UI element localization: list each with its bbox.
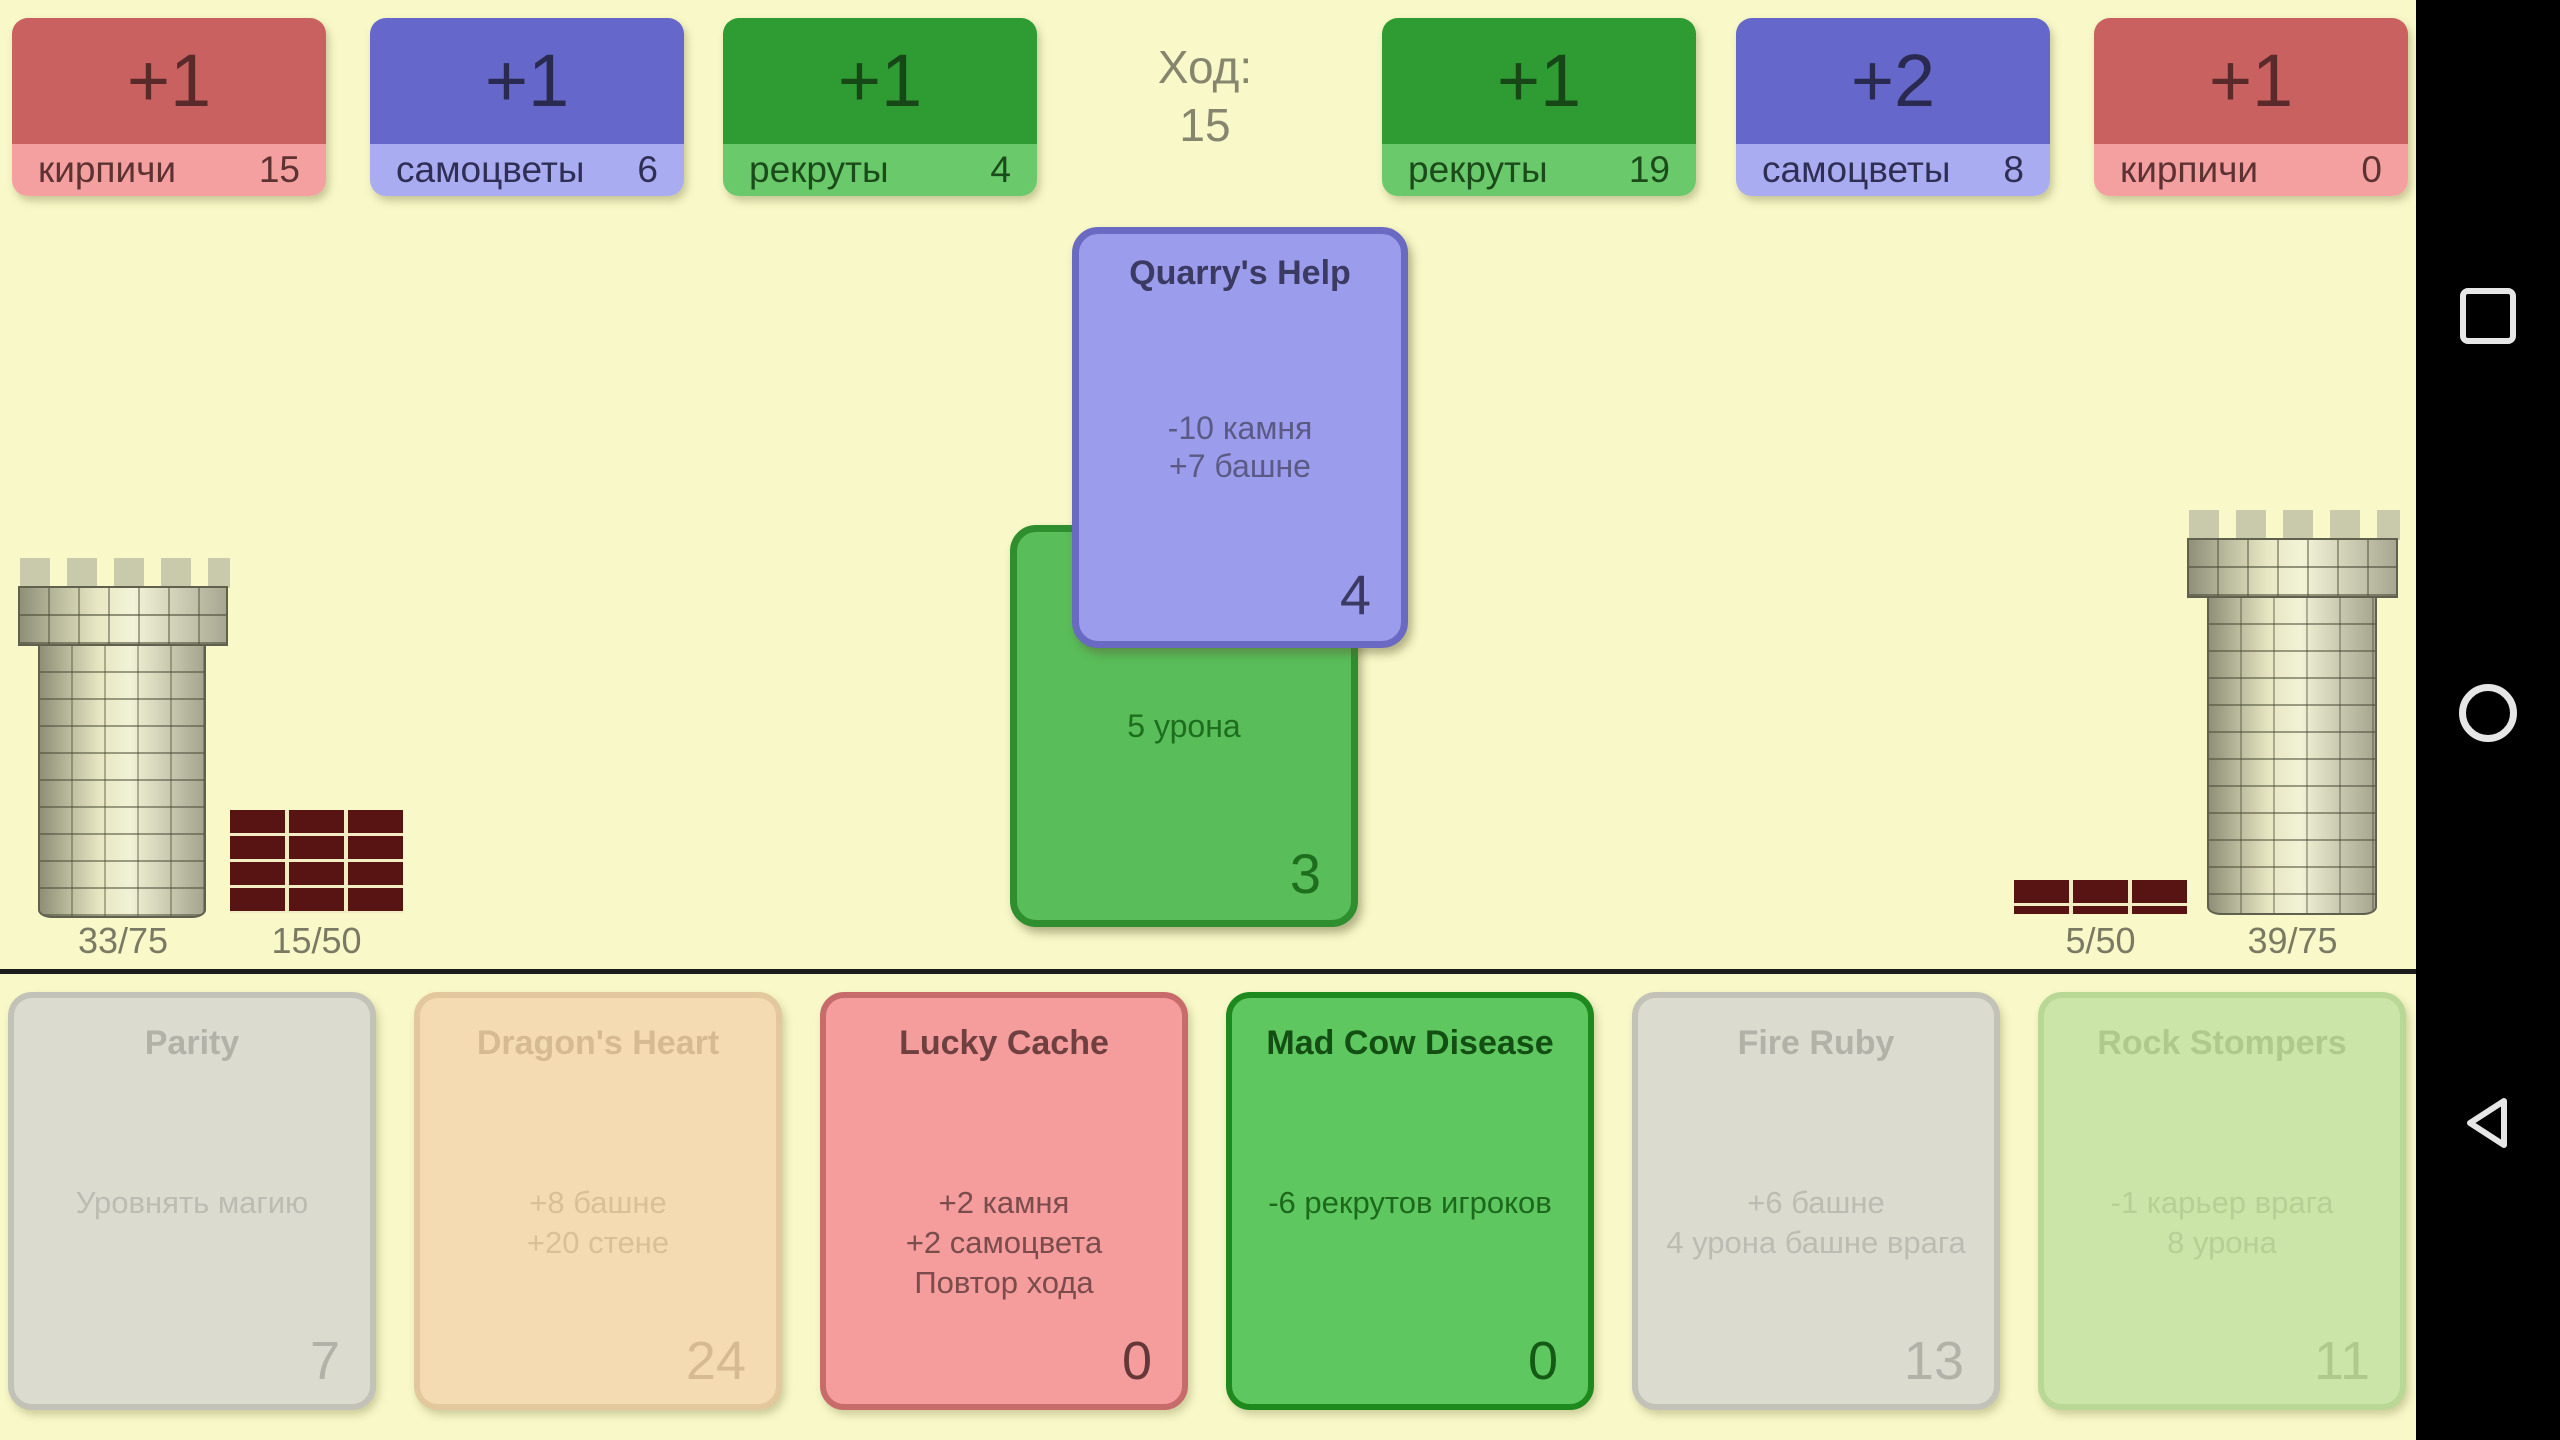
hand-card-fire-ruby[interactable]: Fire Ruby +6 башне 4 урона башне врага 1… <box>1632 992 2000 1410</box>
left-tower <box>18 558 230 918</box>
left-tower-hp: 33/75 <box>77 920 169 961</box>
turn-counter: Ход: 15 <box>1100 38 1310 154</box>
resource-value: 19 <box>1628 149 1670 190</box>
resource-gain: +1 <box>2094 18 2408 144</box>
card-cost: 0 <box>1121 1331 1152 1391</box>
tower-merlons <box>2189 510 2400 540</box>
card-effect-text: -10 камня +7 башне <box>1167 410 1313 484</box>
right-tower <box>2187 510 2400 915</box>
resource-right-gems: +2 самоцветы 8 <box>1736 18 2050 196</box>
resource-label: самоцветы <box>1762 149 1951 190</box>
android-nav-bar <box>2416 0 2560 1440</box>
resource-strip: рекруты 4 <box>723 144 1037 196</box>
card-title: Mad Cow Disease <box>1266 1024 1554 1062</box>
right-tower-hp: 39/75 <box>2247 920 2338 961</box>
resource-gain: +1 <box>1382 18 1696 144</box>
card-cost: 24 <box>685 1331 746 1391</box>
resource-left-bricks: +1 кирпичи 15 <box>12 18 326 196</box>
resource-left-gems: +1 самоцветы 6 <box>370 18 684 196</box>
home-circle-icon <box>2459 684 2517 742</box>
resource-strip: кирпичи 15 <box>12 144 326 196</box>
card-effect-text: +8 башне +20 стене <box>526 1185 670 1260</box>
resource-gain: +1 <box>370 18 684 144</box>
resource-strip: кирпичи 0 <box>2094 144 2408 196</box>
field-hand-divider <box>0 969 2416 974</box>
card-cost: 0 <box>1527 1331 1558 1391</box>
card-cost: 4 <box>1339 563 1371 626</box>
resource-value: 15 <box>258 149 300 190</box>
hand-card-parity[interactable]: Parity Уровнять магию 7 <box>8 992 376 1410</box>
card-title: Dragon's Heart <box>476 1024 720 1062</box>
resource-label: самоцветы <box>396 149 585 190</box>
card-cost: 13 <box>1903 1331 1964 1391</box>
card-cost: 11 <box>2313 1331 2370 1391</box>
tower-cap <box>18 586 228 646</box>
turn-label: Ход: <box>1157 41 1253 93</box>
card-title: Fire Ruby <box>1737 1024 1895 1062</box>
resource-value: 4 <box>990 149 1011 190</box>
hand-card-lucky-cache[interactable]: Lucky Cache +2 камня +2 самоцвета Повтор… <box>820 992 1188 1410</box>
hand-card-rock-stompers[interactable]: Rock Stompers -1 карьер врага 8 урона 11 <box>2038 992 2406 1410</box>
card-cost: 3 <box>1289 842 1321 905</box>
resource-value: 0 <box>2361 149 2382 190</box>
resource-gain: +2 <box>1736 18 2050 144</box>
resource-left-recruits: +1 рекруты 4 <box>723 18 1037 196</box>
resource-label: рекруты <box>1408 149 1548 190</box>
resource-label: кирпичи <box>2120 149 2259 190</box>
resource-label: рекруты <box>749 149 889 190</box>
back-button[interactable] <box>2416 1053 2560 1193</box>
hand-card-mad-cow-disease[interactable]: Mad Cow Disease -6 рекрутов игроков 0 <box>1226 992 1594 1410</box>
card-title: Lucky Cache <box>899 1024 1109 1062</box>
resource-gain: +1 <box>12 18 326 144</box>
resource-value: 6 <box>637 149 658 190</box>
card-effect-text: +2 камня +2 самоцвета Повтор хода <box>905 1185 1103 1300</box>
right-wall <box>2014 880 2187 914</box>
resource-value: 8 <box>2003 149 2024 190</box>
home-button[interactable] <box>2416 643 2560 783</box>
recents-button[interactable] <box>2416 246 2560 386</box>
resource-strip: самоцветы 8 <box>1736 144 2050 196</box>
card-title: Quarry's Help <box>1129 254 1351 292</box>
left-wall <box>230 810 403 913</box>
left-wall-hp: 15/50 <box>271 920 362 961</box>
recents-square-icon <box>2460 288 2516 344</box>
right-wall-hp: 5/50 <box>2065 920 2136 961</box>
resource-right-bricks: +1 кирпичи 0 <box>2094 18 2408 196</box>
tower-cap <box>2187 538 2398 598</box>
hand-card-dragons-heart[interactable]: Dragon's Heart +8 башне +20 стене 24 <box>414 992 782 1410</box>
turn-value: 15 <box>1179 99 1231 151</box>
card-effect-text: +6 башне 4 урона башне врага <box>1666 1185 1966 1260</box>
card-cost: 7 <box>309 1331 340 1391</box>
resource-right-recruits: +1 рекруты 19 <box>1382 18 1696 196</box>
resource-gain: +1 <box>723 18 1037 144</box>
card-title: Rock Stompers <box>2097 1024 2347 1062</box>
card-effect-text: Уровнять магию <box>75 1185 309 1220</box>
resource-strip: рекруты 19 <box>1382 144 1696 196</box>
card-effect-text: -6 рекрутов игроков <box>1268 1185 1552 1220</box>
tower-body <box>38 644 206 918</box>
card-effect-text: -1 карьер врага 8 урона <box>2110 1185 2334 1260</box>
resource-strip: самоцветы 6 <box>370 144 684 196</box>
back-triangle-icon <box>2467 1098 2507 1148</box>
played-card-quarrys-help: Quarry's Help -10 камня +7 башне 4 <box>1072 227 1408 648</box>
tower-body <box>2207 596 2377 915</box>
resource-label: кирпичи <box>38 149 177 190</box>
card-effect-text: 5 урона <box>1127 708 1241 744</box>
card-title: Parity <box>144 1024 240 1062</box>
tower-merlons <box>20 558 230 588</box>
